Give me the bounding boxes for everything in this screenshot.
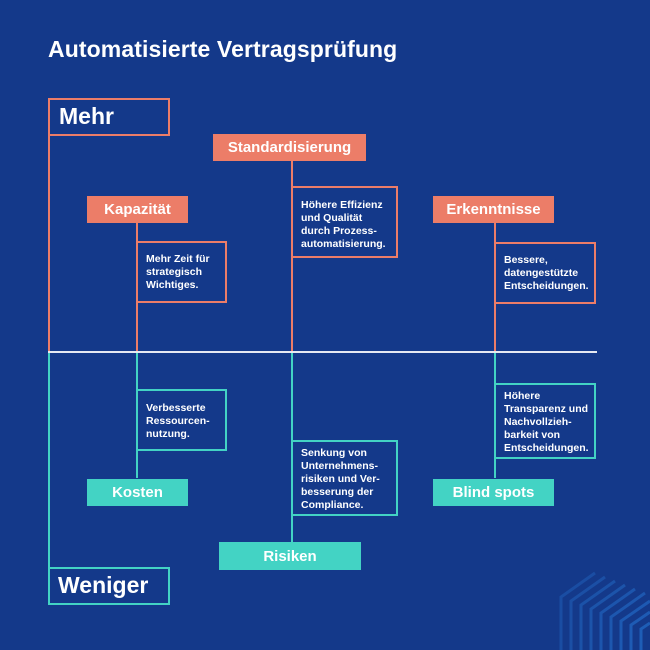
note-kosten-line: Ressourcen- xyxy=(146,415,210,427)
note-kosten: Verbesserte Ressourcen- nutzung. xyxy=(136,389,227,451)
note-standardisierung-line: automatisierung. xyxy=(301,238,386,250)
note-blind-spots-line: Transparenz und xyxy=(504,403,589,415)
tag-risiken: Risiken xyxy=(219,542,361,570)
note-blind-spots-line: Nachvollzieh- xyxy=(504,416,572,428)
note-standardisierung: Höhere Effizienz und Qualität durch Proz… xyxy=(291,186,398,258)
note-risiken-line: Compliance. xyxy=(301,499,364,511)
note-blind-spots-line: Höhere xyxy=(504,390,541,402)
tag-blind-spots: Blind spots xyxy=(433,479,554,506)
tag-standardisierung: Standardisierung xyxy=(213,134,366,161)
note-risiken-line: Unternehmens- xyxy=(301,460,379,472)
note-kosten-line: Verbesserte xyxy=(146,402,206,414)
note-risiken: Senkung von Unternehmens- risiken und Ve… xyxy=(291,440,398,516)
note-standardisierung-line: Höhere Effizienz xyxy=(301,199,383,211)
note-erkenntnisse-line: datengestützte xyxy=(504,267,579,279)
axis-line-less xyxy=(48,352,50,605)
note-kapazitaet: Mehr Zeit für strategisch Wichtiges. xyxy=(136,241,227,303)
axis-label-less: Weniger xyxy=(58,572,149,598)
tag-erkenntnisse: Erkenntnisse xyxy=(433,196,554,223)
note-risiken-line: besserung der xyxy=(301,486,374,498)
note-kapazitaet-line: strategisch xyxy=(146,266,203,278)
note-kapazitaet-line: Wichtiges. xyxy=(146,279,199,291)
note-risiken-line: risiken und Ver- xyxy=(301,473,380,485)
note-risiken-line: Senkung von xyxy=(301,447,367,459)
divider-line xyxy=(48,351,597,353)
note-blind-spots-line: Entscheidungen. xyxy=(504,442,589,454)
note-erkenntnisse-line: Entscheidungen. xyxy=(504,280,589,292)
note-kapazitaet-line: Mehr Zeit für xyxy=(146,253,210,265)
tag-kapazitaet: Kapazität xyxy=(87,196,188,223)
axis-label-box-less xyxy=(48,567,170,605)
note-standardisierung-line: und Qualität xyxy=(301,212,363,224)
note-kosten-line: nutzung. xyxy=(146,428,190,440)
note-blind-spots: Höhere Transparenz und Nachvollzieh- bar… xyxy=(494,383,596,459)
axis-line-more xyxy=(48,98,50,352)
note-erkenntnisse: Bessere, datengestützte Entscheidungen. xyxy=(494,242,596,304)
note-blind-spots-line: barkeit von xyxy=(504,429,561,441)
note-erkenntnisse-line: Bessere, xyxy=(504,254,548,266)
axis-label-more: Mehr xyxy=(59,103,114,129)
page-title: Automatisierte Vertragsprüfung xyxy=(48,36,398,62)
note-standardisierung-line: durch Prozess- xyxy=(301,225,377,237)
tag-kosten: Kosten xyxy=(87,479,188,506)
decorative-stripes xyxy=(559,571,650,650)
axis-label-box-more xyxy=(48,98,170,136)
